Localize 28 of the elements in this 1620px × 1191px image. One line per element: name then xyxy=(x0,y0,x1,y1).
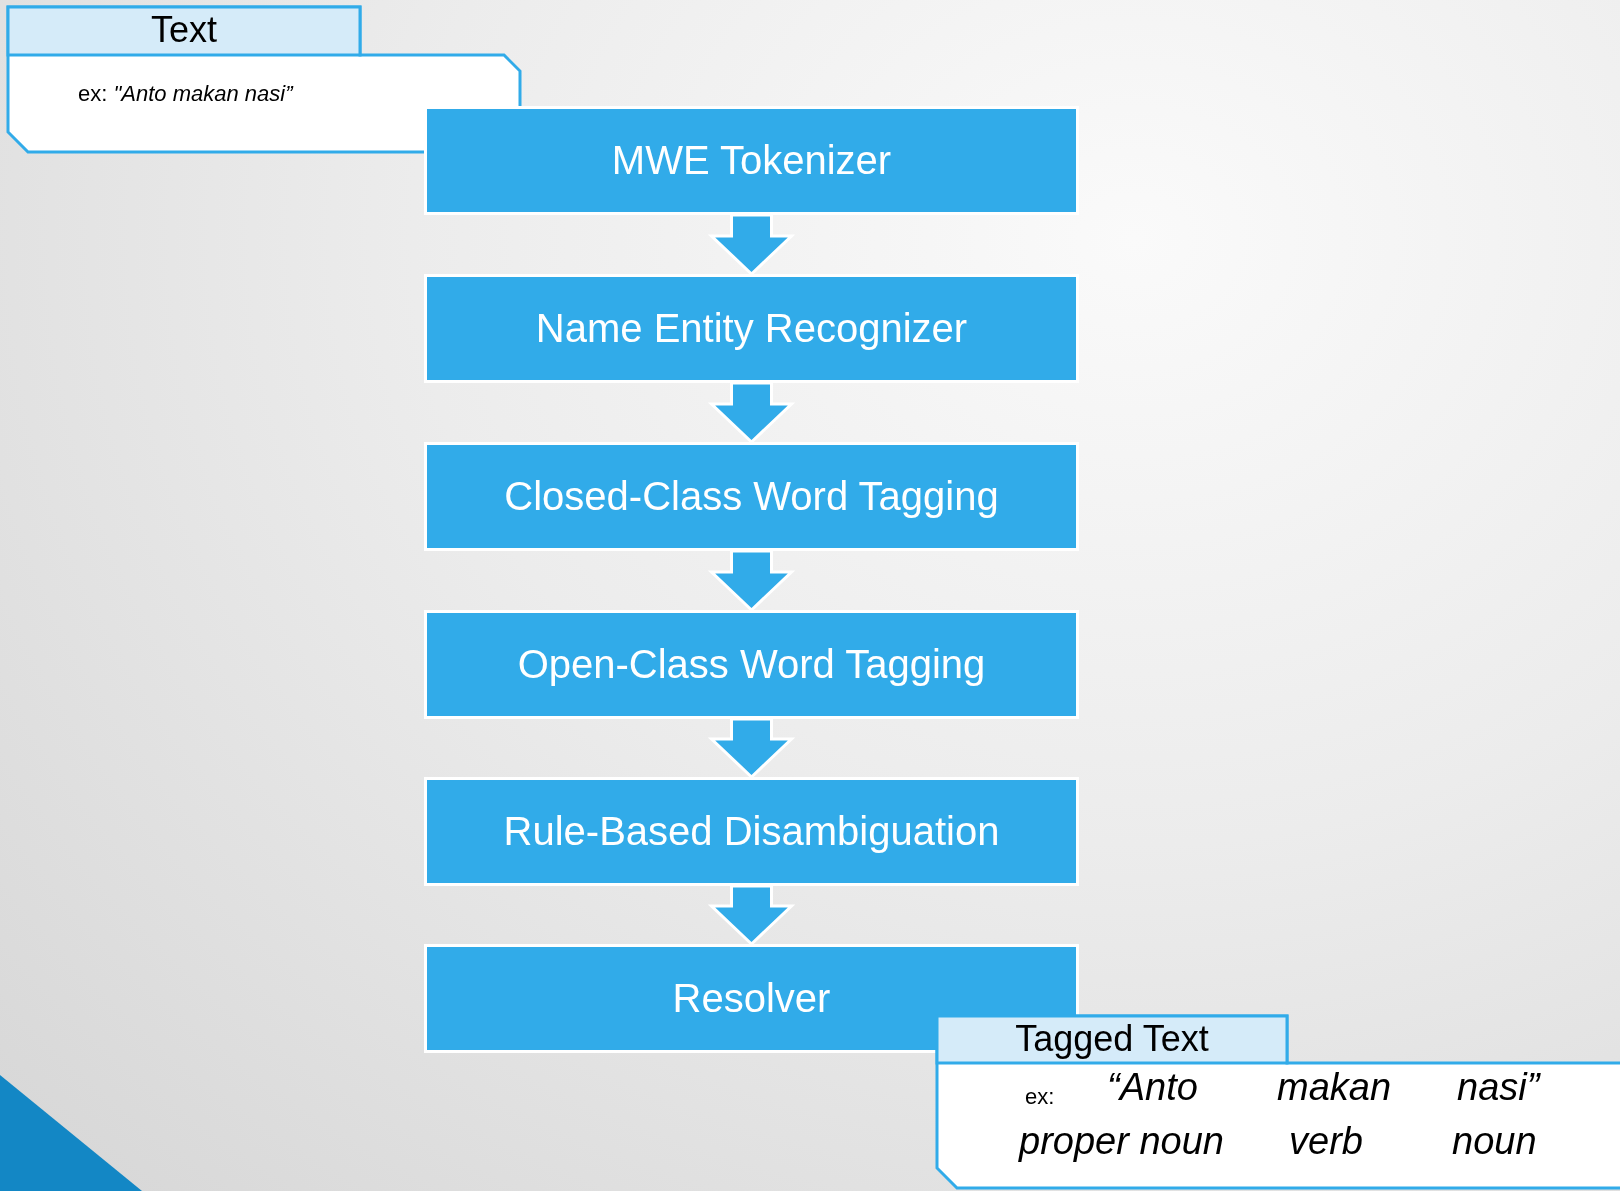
process-box xyxy=(424,777,1079,886)
process-box xyxy=(424,274,1079,383)
block-arrow xyxy=(707,717,796,780)
block-arrow xyxy=(707,213,796,277)
example-label: ex: xyxy=(1025,1084,1055,1110)
callout-box xyxy=(937,1016,1620,1188)
process-label: MWE Tokenizer xyxy=(611,138,892,183)
callout-title: Tagged Text xyxy=(1015,1018,1209,1060)
callout-title: Text xyxy=(151,9,217,51)
callout-box xyxy=(8,7,520,152)
process-label: Name Entity Recognizer xyxy=(535,306,968,351)
process-label: Open-Class Word Tagging xyxy=(517,642,986,687)
block-arrow xyxy=(707,549,796,613)
tagged-word: nasi” xyxy=(1457,1066,1540,1109)
tagged-word: noun xyxy=(1452,1120,1537,1163)
process-label: Rule-Based Disambiguation xyxy=(503,809,1000,854)
process-label: Resolver xyxy=(672,976,831,1021)
process-box xyxy=(424,442,1079,551)
tagged-word: proper noun xyxy=(1019,1120,1224,1163)
tagged-word: makan xyxy=(1277,1066,1392,1109)
tagged-word: “Anto xyxy=(1107,1066,1198,1109)
tagged-word: verb xyxy=(1289,1120,1363,1163)
process-box xyxy=(424,610,1079,719)
block-arrow xyxy=(707,381,796,445)
process-label: Closed-Class Word Tagging xyxy=(504,474,999,519)
block-arrow xyxy=(707,884,796,947)
process-box xyxy=(424,106,1079,215)
example-text: ex: "Anto makan nasi” xyxy=(78,81,293,107)
